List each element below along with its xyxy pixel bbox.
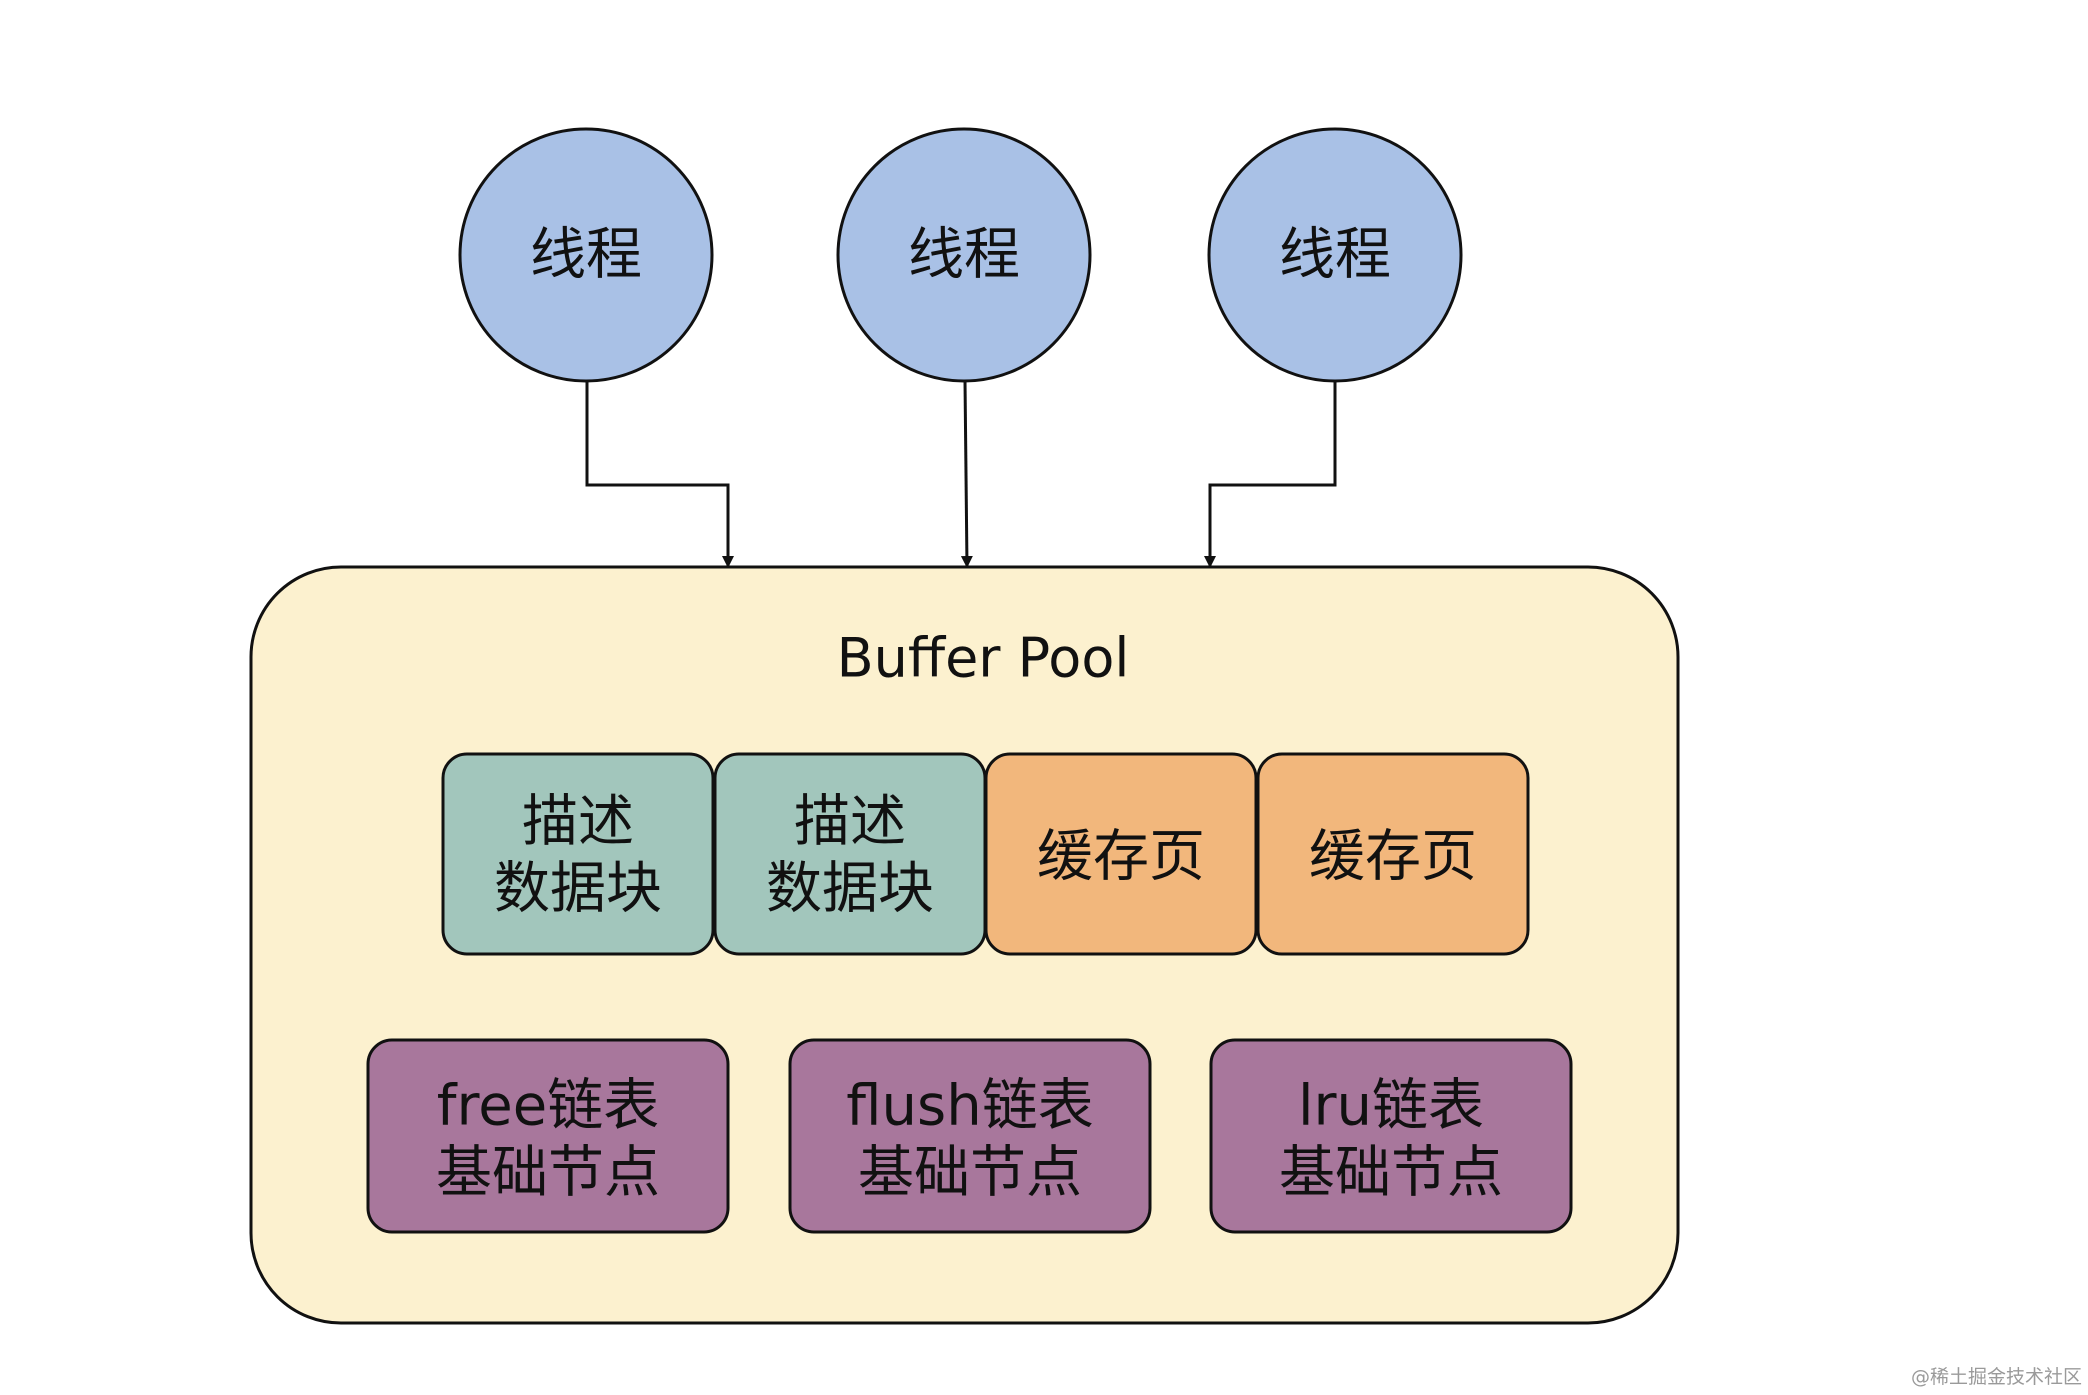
cache-page-label: 缓存页 bbox=[1309, 825, 1477, 890]
cache-page-block: 缓存页 bbox=[984, 752, 1258, 956]
descriptor-block: 描述 数据块 bbox=[713, 752, 987, 956]
list-node-label-line1: lru链表 bbox=[1298, 1074, 1484, 1139]
list-node-label-line1: flush链表 bbox=[846, 1074, 1093, 1139]
thread-label: 线程 bbox=[530, 223, 642, 288]
cache-page-block: 缓存页 bbox=[1256, 752, 1530, 956]
thread-label: 线程 bbox=[1279, 223, 1391, 288]
free-list-base-node: free链表 基础节点 bbox=[366, 1038, 730, 1234]
descriptor-block-label-line2: 数据块 bbox=[494, 857, 662, 922]
list-node-label-line2: 基础节点 bbox=[436, 1141, 660, 1206]
thread-node: 线程 bbox=[458, 127, 714, 383]
thread-label: 线程 bbox=[908, 223, 1020, 288]
list-node-label-line2: 基础节点 bbox=[858, 1141, 1082, 1206]
buffer-pool-title: Buffer Pool bbox=[837, 627, 1130, 690]
descriptor-block: 描述 数据块 bbox=[441, 752, 715, 956]
thread-to-pool-arrow bbox=[960, 380, 973, 568]
site-watermark: @稀土掘金技术社区 bbox=[1910, 1366, 2082, 1388]
cache-page-label: 缓存页 bbox=[1037, 825, 1205, 890]
lru-list-base-node: lru链表 基础节点 bbox=[1209, 1038, 1573, 1234]
descriptor-block-label-line1: 描述 bbox=[522, 790, 634, 855]
list-node-label-line1: free链表 bbox=[437, 1074, 659, 1139]
list-node-label-line2: 基础节点 bbox=[1279, 1141, 1503, 1206]
thread-to-pool-arrow bbox=[1204, 381, 1337, 568]
thread-to-pool-arrow bbox=[585, 381, 734, 568]
descriptor-block-label-line2: 数据块 bbox=[766, 857, 934, 922]
flush-list-base-node: flush链表 基础节点 bbox=[788, 1038, 1152, 1234]
descriptor-block-label-line1: 描述 bbox=[794, 790, 906, 855]
thread-node: 线程 bbox=[1207, 127, 1463, 383]
thread-node: 线程 bbox=[836, 127, 1092, 383]
